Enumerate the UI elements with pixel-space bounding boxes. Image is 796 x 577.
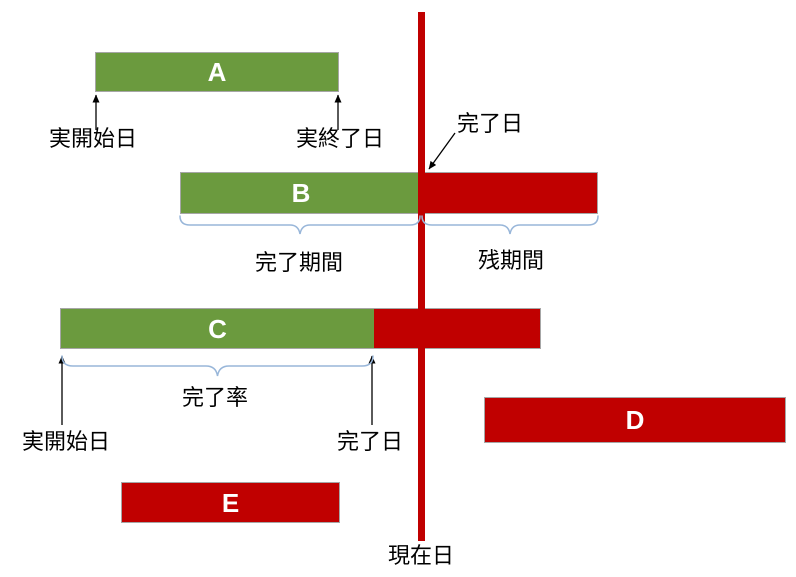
label-actual-start-a: 実開始日 [49, 126, 138, 151]
label-completion-rate: 完了率 [182, 385, 249, 410]
arrow-completion-date-b [428, 132, 456, 170]
brace-completed-period [179, 215, 421, 235]
task-bar-d-label: D [625, 405, 645, 435]
label-completed-period: 完了期間 [255, 250, 344, 275]
task-bar-e-label: E [221, 487, 240, 518]
task-bar-d-remaining-segment: D [485, 398, 785, 442]
task-bar-b-label: B [291, 178, 311, 208]
task-bar-c-completed-segment: C [61, 309, 374, 348]
task-bar-b-remaining-segment [421, 173, 597, 213]
brace-completion-rate [61, 355, 374, 377]
brace-remaining-period [421, 215, 599, 235]
task-bar-c-label: C [208, 313, 227, 344]
task-bar-e-remaining-segment: E [122, 483, 339, 522]
task-bar-c-remaining-segment [374, 309, 540, 348]
task-bar-e: E [121, 482, 340, 523]
arrow-completion-date-c [368, 355, 376, 425]
label-remaining-period: 残期間 [478, 248, 545, 273]
arrow-actual-start-a [92, 94, 100, 130]
label-actual-start-c: 実開始日 [22, 429, 111, 454]
arrow-actual-start-c [58, 355, 66, 425]
task-bar-a-label: A [207, 57, 227, 87]
task-bar-b: B [180, 172, 598, 214]
label-actual-end-a: 実終了日 [296, 126, 385, 151]
task-bar-d: D [484, 397, 786, 443]
current-date-line [418, 12, 425, 541]
label-completion-date-c: 完了日 [337, 429, 404, 454]
task-bar-a: A [95, 52, 339, 92]
label-completion-date-b: 完了日 [457, 111, 524, 136]
task-bar-a-completed-segment: A [96, 53, 338, 91]
task-bar-c: C [60, 308, 541, 349]
label-current-date: 現在日 [388, 543, 455, 568]
arrow-actual-end-a [334, 94, 342, 130]
task-bar-b-completed-segment: B [181, 173, 421, 213]
